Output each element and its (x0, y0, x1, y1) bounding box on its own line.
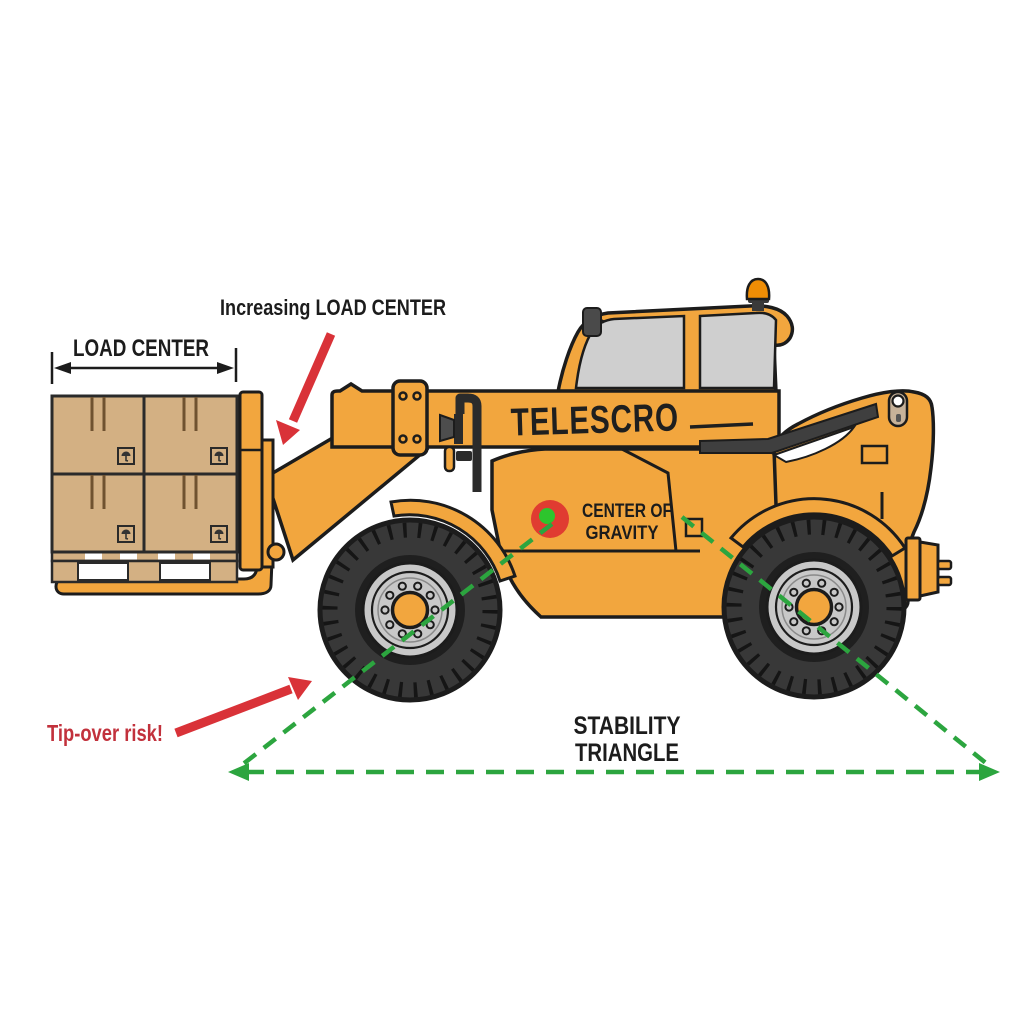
boom-stripe (689, 422, 754, 429)
cog-label-line1: CENTER OF (582, 500, 672, 522)
tip-over-label: Tip-over risk! (47, 720, 163, 746)
carriage-link (260, 438, 275, 569)
carriage-mast (238, 390, 264, 572)
brand-text: TELESCRO (510, 396, 679, 444)
cog-label-line2: GRAVITY (586, 522, 659, 544)
cargo-boxes (50, 394, 239, 554)
box (142, 472, 239, 554)
load-center-dimension (50, 348, 238, 384)
triangle-right-arrowhead (979, 763, 1000, 781)
triangle-left-side (236, 522, 554, 770)
boom-rear-arm (699, 402, 880, 454)
mirror-icon (582, 307, 602, 337)
annotations: LOAD CENTER Increasing LOAD CENTER Tip-o… (47, 295, 681, 767)
boom-highlight (771, 425, 857, 464)
rear-hitch (904, 536, 953, 602)
triangle-right-side (680, 515, 994, 770)
pallet (50, 550, 239, 584)
increasing-load-center-label: Increasing LOAD CENTER (220, 295, 446, 320)
exhaust-pipe (439, 393, 482, 492)
front-wheel (320, 520, 500, 700)
stability-label-line2: TRIANGLE (575, 739, 679, 767)
load-center-label: LOAD CENTER (73, 335, 209, 362)
rear-wheel (724, 517, 904, 697)
rear-window (698, 311, 778, 390)
cab (555, 277, 795, 394)
beacon-icon (745, 277, 771, 311)
box (50, 472, 146, 554)
tip-over-arrow (174, 677, 312, 738)
carriage-pivot (266, 542, 286, 562)
increasing-load-center-arrow (276, 332, 336, 445)
triangle-left-arrowhead (228, 763, 249, 781)
hood-panel-line (617, 445, 678, 552)
front-fender (389, 498, 517, 583)
pipe-tab (443, 445, 456, 473)
stability-label-line1: STABILITY (574, 712, 681, 740)
boom-pivot-hinge (887, 390, 909, 428)
rear-access-panel (860, 444, 889, 465)
box-tape (90, 397, 198, 509)
pipe-mirror-icon (439, 413, 455, 443)
boom-bracket (391, 379, 429, 457)
cog-marker (531, 500, 569, 538)
telehandler: TELESCRO CENTER OF GRAVITY (50, 277, 953, 707)
box (142, 394, 239, 476)
stability-triangle (228, 515, 1000, 781)
box (50, 394, 146, 476)
fork-blade (54, 558, 274, 596)
body-inspection-square (684, 517, 704, 538)
